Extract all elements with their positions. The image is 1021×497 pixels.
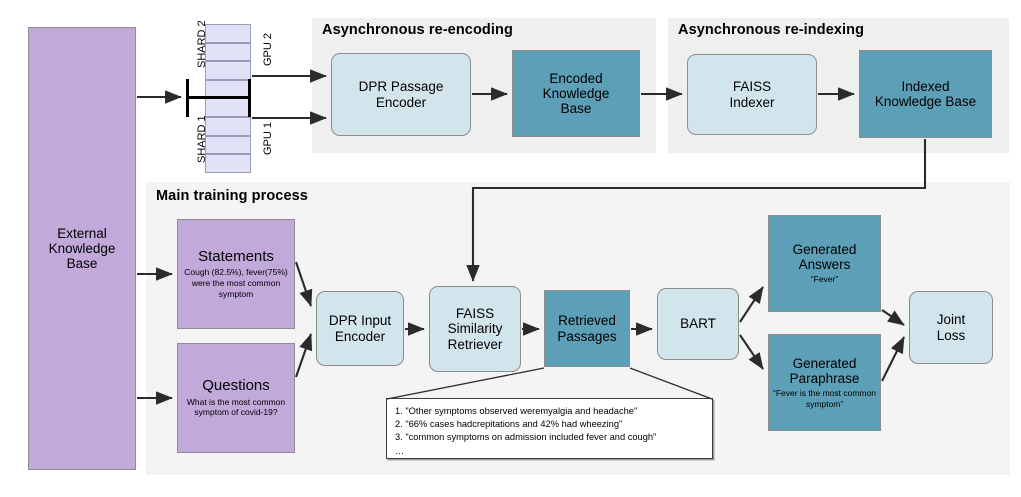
- joint-loss-line1: Joint: [936, 312, 966, 328]
- joint-loss-line2: Loss: [936, 327, 966, 343]
- questions-body: What is the most common symptom of covid…: [186, 396, 286, 418]
- node-faiss-similarity-retriever[interactable]: FAISS Similarity Retriever: [429, 286, 521, 372]
- dpr-input-encoder-line1: DPR Input: [328, 313, 392, 329]
- group-re-indexing-title: Asynchronous re-indexing: [678, 22, 865, 38]
- faiss-retriever-line1: FAISS: [455, 306, 495, 322]
- group-re-encoding-title: Asynchronous re-encoding: [322, 22, 513, 38]
- generated-paraphrase-line1: Generated: [792, 355, 857, 371]
- dpr-passage-encoder-line2: Encoder: [375, 94, 427, 110]
- shard-cell: [205, 154, 251, 173]
- gpu-2-label: GPU 2: [262, 32, 274, 66]
- external-kb-line1: External: [57, 225, 107, 241]
- node-generated-answers[interactable]: Generated Answers “Fever”: [768, 215, 881, 312]
- retrieved-passages-line2: Passages: [557, 328, 617, 344]
- node-generated-paraphrase[interactable]: Generated Paraphrase “Fever is the most …: [768, 334, 881, 431]
- faiss-indexer-line1: FAISS: [732, 79, 772, 95]
- generated-paraphrase-line2: Paraphrase: [789, 370, 860, 386]
- generated-answers-sub: “Fever”: [810, 274, 839, 285]
- retrieved-passages-callout: 1. "Other symptoms observed weremyalgia …: [386, 398, 713, 459]
- node-indexed-knowledge-base[interactable]: Indexed Knowledge Base: [859, 50, 992, 138]
- statements-body: Cough (82.5%), fever(75%) were the most …: [184, 267, 288, 299]
- statements-title: Statements: [198, 247, 274, 265]
- node-retrieved-passages[interactable]: Retrieved Passages: [544, 290, 630, 367]
- bart-label: BART: [680, 316, 716, 332]
- external-kb-line2: Knowledge: [48, 240, 116, 256]
- encoded-kb-line1: Encoded: [549, 70, 603, 86]
- generated-paraphrase-sub: “Fever is the most common symptom”: [773, 387, 876, 409]
- indexed-kb-line2: Knowledge Base: [874, 94, 977, 109]
- questions-title: Questions: [202, 376, 270, 394]
- shard-cell: [205, 61, 251, 80]
- encoded-kb-line3: Base: [560, 101, 592, 117]
- callout-item-2: 2. "66% cases hadcrepitations and 42% ha…: [395, 419, 623, 430]
- dpr-passage-encoder-line1: DPR Passage: [358, 79, 444, 95]
- callout-item-4: …: [395, 445, 405, 456]
- external-kb-line3: Base: [66, 256, 98, 272]
- encoded-kb-line2: Knowledge: [542, 85, 610, 101]
- node-joint-loss[interactable]: Joint Loss: [909, 291, 993, 364]
- generated-answers-line2: Answers: [798, 257, 851, 273]
- shard-cell: [205, 135, 251, 155]
- shard-split-bar: [186, 96, 250, 100]
- node-dpr-input-encoder[interactable]: DPR Input Encoder: [316, 291, 404, 366]
- indexed-kb-line1: Indexed: [901, 78, 950, 94]
- callout-item-3: 3. "common symptoms on admission include…: [395, 432, 657, 443]
- node-faiss-indexer[interactable]: FAISS Indexer: [687, 54, 817, 135]
- node-statements[interactable]: Statements Cough (82.5%), fever(75%) wer…: [177, 219, 295, 329]
- faiss-retriever-line2: Similarity: [447, 321, 503, 337]
- node-questions[interactable]: Questions What is the most common sympto…: [177, 343, 295, 453]
- shard-cell: [205, 98, 251, 117]
- node-dpr-passage-encoder[interactable]: DPR Passage Encoder: [331, 53, 471, 136]
- generated-answers-line1: Generated: [792, 242, 857, 258]
- node-external-knowledge-base[interactable]: External Knowledge Base: [28, 27, 136, 470]
- group-main-training-title: Main training process: [156, 188, 308, 204]
- node-encoded-knowledge-base[interactable]: Encoded Knowledge Base: [512, 50, 640, 137]
- faiss-indexer-line2: Indexer: [729, 94, 775, 110]
- shard-cell: [205, 42, 251, 62]
- shard-1-label: SHARD 1: [196, 115, 208, 163]
- shard-cell: [205, 24, 251, 43]
- retrieved-passages-line1: Retrieved: [558, 313, 616, 329]
- shard-cell: [205, 117, 251, 136]
- callout-item-1: 1. "Other symptoms observed weremyalgia …: [395, 406, 638, 416]
- shard-2-label: SHARD 2: [196, 20, 208, 68]
- gpu-1-label: GPU 1: [262, 121, 274, 155]
- faiss-retriever-line3: Retriever: [447, 336, 503, 352]
- dpr-input-encoder-line2: Encoder: [334, 328, 386, 344]
- node-bart[interactable]: BART: [657, 288, 739, 360]
